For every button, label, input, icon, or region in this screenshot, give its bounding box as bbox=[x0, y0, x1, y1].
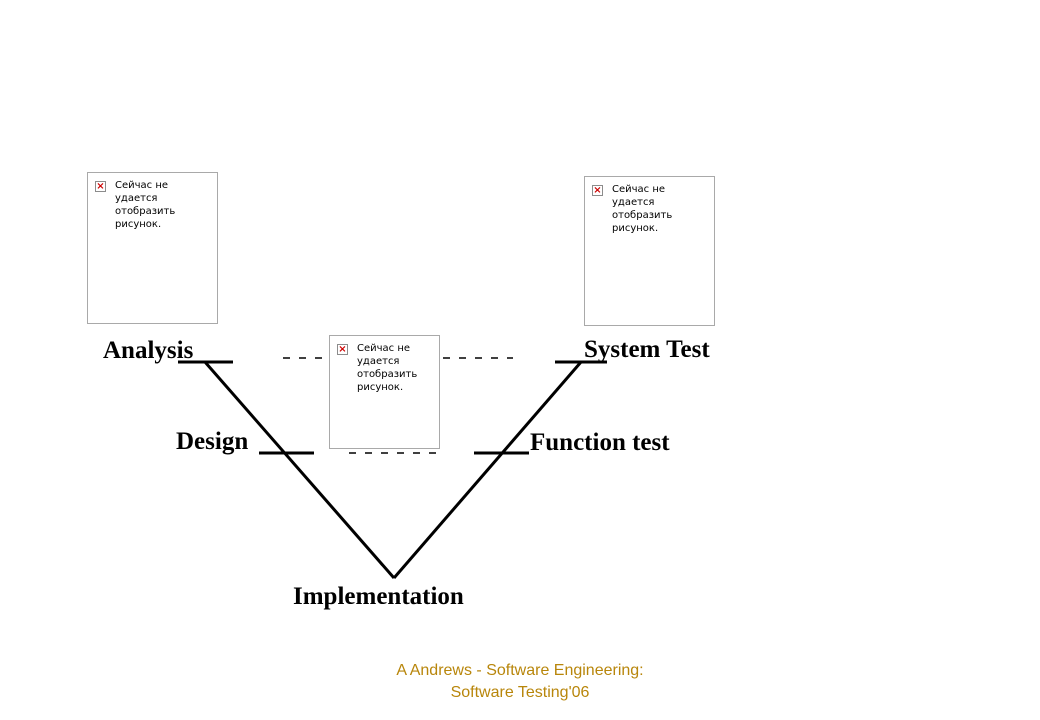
slide-footer: A Andrews - Software Engineering: Softwa… bbox=[300, 660, 740, 704]
image-placeholder-top-right: × Сейчас не удается отобразить рисунок. bbox=[584, 176, 715, 326]
image-placeholder-top-left: × Сейчас не удается отобразить рисунок. bbox=[87, 172, 218, 324]
image-placeholder-center: × Сейчас не удается отобразить рисунок. bbox=[329, 335, 440, 449]
placeholder-message: Сейчас не удается отобразить рисунок. bbox=[115, 180, 176, 230]
stage-label-design: Design bbox=[176, 428, 249, 455]
placeholder-message: Сейчас не удается отобразить рисунок. bbox=[612, 184, 673, 234]
stage-label-function-test: Function test bbox=[530, 429, 670, 456]
v-right-arm bbox=[392, 361, 583, 579]
stage-label-implementation: Implementation bbox=[293, 583, 464, 610]
placeholder-message: Сейчас не удается отобразить рисунок. bbox=[357, 343, 418, 393]
broken-image-icon: × bbox=[337, 344, 348, 355]
footer-line-2: Software Testing'06 bbox=[450, 684, 590, 701]
footer-line-1: A Andrews - Software Engineering: bbox=[396, 662, 644, 679]
stage-label-analysis: Analysis bbox=[103, 337, 194, 364]
stage-label-system-test: System Test bbox=[584, 336, 710, 363]
v-left-arm bbox=[203, 361, 396, 579]
broken-image-icon: × bbox=[95, 181, 106, 192]
broken-image-icon: × bbox=[592, 185, 603, 196]
